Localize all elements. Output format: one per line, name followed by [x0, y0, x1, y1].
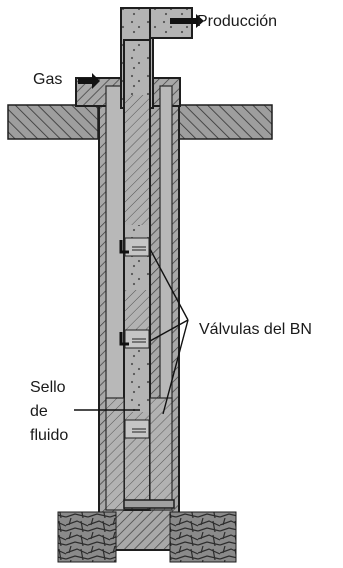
fluid-seal-label: Sello de fluido	[30, 376, 68, 448]
production-label: Producción	[197, 13, 278, 30]
gas-label: Gas	[33, 71, 63, 88]
liquid-column	[125, 95, 149, 507]
fluid-seal-label-line-2: de	[30, 403, 48, 420]
fluid-seal-label-line-3: fluido	[30, 427, 69, 444]
production-arrow-icon	[170, 14, 204, 28]
gas-lift-valve-1	[119, 237, 150, 257]
gas-lift-valve-2	[119, 329, 150, 349]
surface-ground	[7, 104, 273, 140]
valves-leader-lines	[149, 248, 189, 415]
valves-label: Válvulas del BN	[199, 321, 312, 338]
fluid-seal	[105, 397, 175, 511]
gas-lift-valve-3	[124, 419, 150, 439]
fluid-seal-label-line-1: Sello	[30, 379, 66, 396]
gas-inlet-arrow-icon	[78, 73, 100, 89]
formation-rock	[57, 511, 237, 563]
